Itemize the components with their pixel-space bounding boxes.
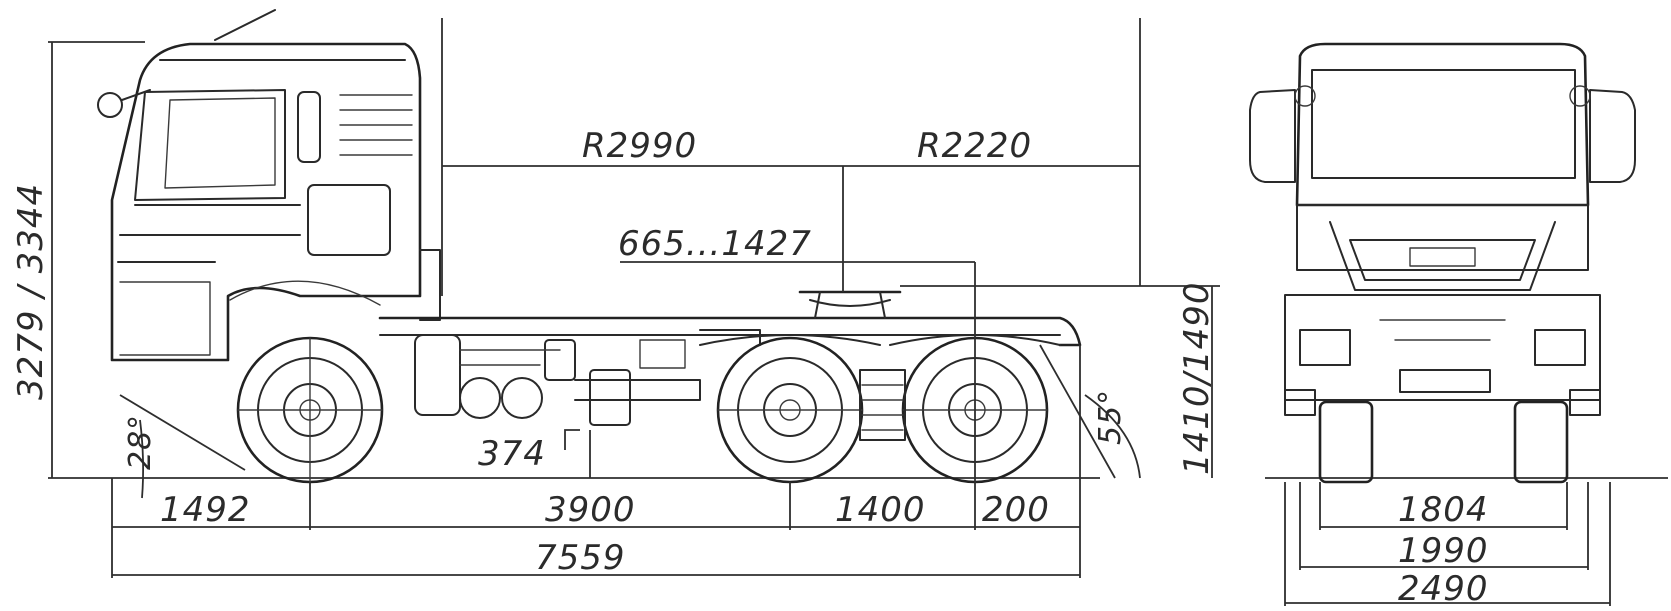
approach-angle-label: 28° [123, 414, 158, 470]
departure-angle-arc [1084, 394, 1141, 479]
front-wheel [236, 336, 384, 484]
front-cab [1249, 42, 1636, 291]
departure-angle-line [1039, 344, 1116, 479]
approach-angle-arc [139, 419, 145, 499]
overall-length-label: 7559 [535, 538, 626, 578]
rear-axle-1 [716, 336, 864, 484]
fifth-wheel-offset-label: 665...1427 [618, 224, 812, 264]
clearance-marker [564, 429, 580, 450]
side-view [48, 9, 1220, 578]
track-rear-label: 1804 [1398, 490, 1489, 530]
cab [97, 9, 441, 362]
fifth-wheel-height-label: 1410/1490 [1177, 281, 1217, 475]
overhang-front-label: 1492 [160, 490, 251, 530]
tandem-suspension [699, 334, 1061, 441]
ground-clearance-label: 374 [478, 434, 546, 474]
turning-radius-front-label: R2990 [582, 126, 697, 166]
wheelbase-label: 3900 [545, 490, 636, 530]
turning-radius-rear-label: R2220 [917, 126, 1032, 166]
tandem-spacing-label: 1400 [835, 490, 926, 530]
track-front-label: 1990 [1398, 531, 1489, 571]
height-label: 3279 / 3344 [11, 183, 51, 400]
front-tyres [1318, 400, 1569, 484]
approach-angle-line [119, 394, 246, 471]
departure-angle-label: 55° [1093, 389, 1128, 445]
front-bumper [1284, 294, 1601, 416]
overall-width-label: 2490 [1398, 569, 1489, 609]
fifth-wheel [798, 290, 902, 319]
front-view [1249, 42, 1668, 606]
overhang-rear-label: 200 [982, 490, 1050, 530]
chassis-frame [378, 316, 1082, 426]
